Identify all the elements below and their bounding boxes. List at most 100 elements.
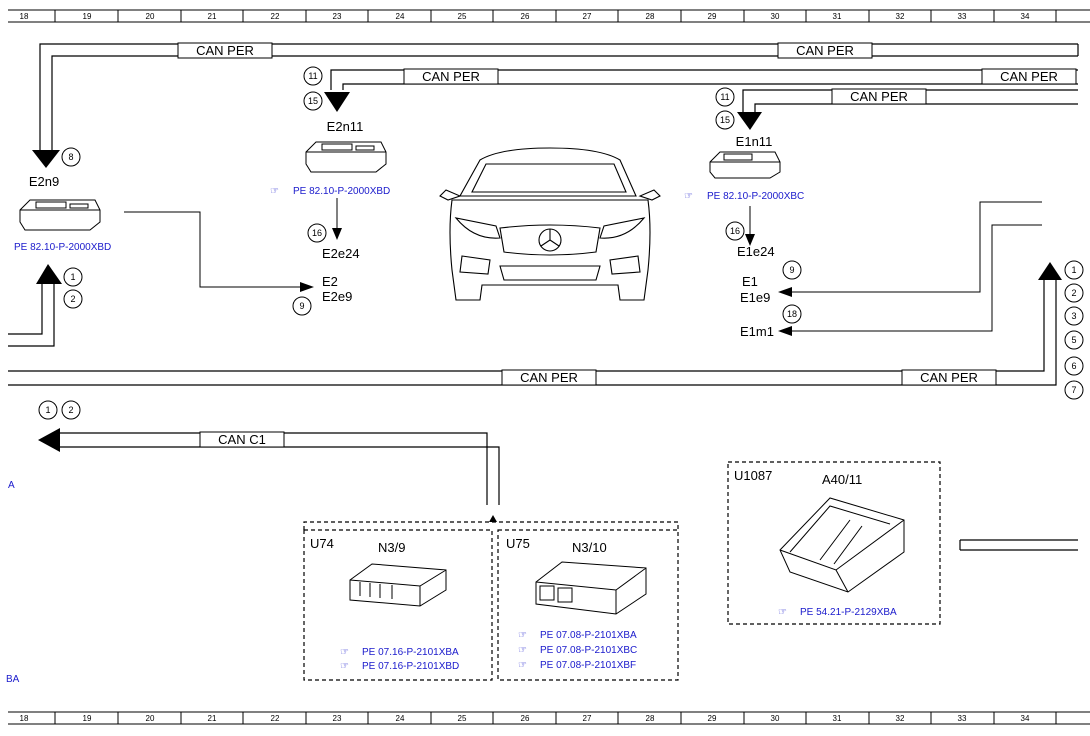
- bus-label-can-per-3: CAN PER: [422, 69, 480, 84]
- pin-right-1: 1: [1071, 265, 1076, 275]
- ruler-bottom-30: 30: [771, 714, 780, 723]
- ref-e1n11: PE 82.10-P-2000XBC: [707, 191, 804, 202]
- ruler-bottom-29: 29: [708, 714, 717, 723]
- pin-e1n11-out: 16: [730, 226, 740, 236]
- label-e1n11: E1n11: [736, 134, 773, 149]
- pin-e2n9-out-a: 1: [70, 272, 75, 282]
- bus-label-can-per-7: CAN PER: [920, 370, 978, 385]
- ref-e2n11: PE 82.10-P-2000XBD: [293, 186, 390, 197]
- ruler-bottom-23: 23: [333, 714, 342, 723]
- ruler-bottom-33: 33: [958, 714, 967, 723]
- ecu-n3-9-icon: [349, 563, 447, 607]
- bus-label-can-per-5: CAN PER: [850, 89, 908, 104]
- pin-e1n11-b: 15: [720, 115, 730, 125]
- bus-arrowheads: [32, 92, 1062, 452]
- module-e2n9-icon: [19, 199, 101, 231]
- ruler-top-19: 19: [83, 12, 92, 21]
- pin-e1m1-in: 18: [787, 309, 797, 319]
- bus-label-can-c1: CAN C1: [218, 432, 266, 447]
- ruler-top-33: 33: [958, 12, 967, 21]
- ref-e1n11-icon: ☞: [684, 191, 693, 202]
- ruler-bottom-25: 25: [458, 714, 467, 723]
- arrow-e2n11-in: [324, 92, 350, 112]
- ref-n3-10-2: PE 07.08-P-2101XBC: [540, 645, 637, 656]
- display-a40-11-icon: [779, 497, 905, 593]
- ruler-top-25: 25: [458, 12, 467, 21]
- ruler-top-20: 20: [146, 12, 155, 21]
- group-u74-u75: [303, 521, 679, 681]
- ref-n3-10-3: PE 07.08-P-2101XBF: [540, 660, 636, 671]
- pin-can-c1-b: 2: [68, 405, 73, 415]
- signal-wires: [124, 198, 1042, 332]
- ruler-top-34: 34: [1021, 12, 1030, 21]
- ref-n3-9-1: PE 07.16-P-2101XBA: [362, 647, 459, 658]
- ref-n3-9-icon-2: ☞: [340, 661, 349, 672]
- arrow-can-c1: [38, 428, 60, 452]
- pin-e1-in: 9: [789, 265, 794, 275]
- ref-a40-11-icon: ☞: [778, 607, 787, 618]
- ruler-bottom-18: 18: [20, 714, 29, 723]
- ruler-bottom-32: 32: [896, 714, 905, 723]
- bus-label-can-per-1: CAN PER: [196, 43, 254, 58]
- arrow-right-bus: [1038, 262, 1062, 280]
- pin-right-7: 7: [1071, 385, 1076, 395]
- bus-lines: [8, 43, 1079, 551]
- pin-e2n9-in: 8: [68, 152, 73, 162]
- pin-e2n9-out-b: 2: [70, 294, 75, 304]
- ref-n3-10-icon-3: ☞: [518, 660, 527, 671]
- label-e1e24: E1e24: [737, 244, 775, 259]
- bottom-ruler: 18 19 20 21 22 23 24 25 26 27 28 29 30 3…: [8, 711, 1090, 725]
- edge-fragment-ba: BA: [6, 674, 20, 685]
- ruler-top-31: 31: [833, 12, 842, 21]
- label-e2n11: E2n11: [327, 119, 364, 134]
- bus-label-can-per-6: CAN PER: [520, 370, 578, 385]
- ruler-bottom-34: 34: [1021, 714, 1030, 723]
- pin-e2n11-out: 16: [312, 228, 322, 238]
- ruler-top-24: 24: [396, 12, 405, 21]
- ruler-top-30: 30: [771, 12, 780, 21]
- ruler-top-18: 18: [20, 12, 29, 21]
- pin-circles: [38, 66, 1084, 420]
- edge-fragment-a: A: [8, 480, 15, 491]
- ruler-top-32: 32: [896, 12, 905, 21]
- pin-e1n11-a: 11: [720, 92, 729, 102]
- pin-right-6: 6: [1071, 361, 1076, 371]
- bus-label-can-per-2: CAN PER: [796, 43, 854, 58]
- signal-arrowheads: [300, 228, 792, 336]
- group-junction-marker: [489, 515, 497, 522]
- ruler-bottom-24: 24: [396, 714, 405, 723]
- box-u75: U75: [506, 536, 530, 551]
- ruler-top-27: 27: [583, 12, 592, 21]
- pin-right-5: 5: [1071, 335, 1076, 345]
- ruler-bottom-21: 21: [208, 714, 217, 723]
- ref-n3-9-2: PE 07.16-P-2101XBD: [362, 661, 459, 672]
- label-a40-11: A40/11: [822, 472, 862, 487]
- label-n3-9: N3/9: [378, 540, 405, 555]
- ruler-top-29: 29: [708, 12, 717, 21]
- label-e2e9: E2e9: [322, 289, 352, 304]
- bus-label-boxes: CAN PER CAN PER CAN PER CAN PER CAN PER …: [177, 42, 1077, 448]
- ref-n3-10-icon-1: ☞: [518, 630, 527, 641]
- pin-right-2: 2: [1071, 288, 1076, 298]
- ruler-top-22: 22: [271, 12, 280, 21]
- ruler-bottom-28: 28: [646, 714, 655, 723]
- ruler-bottom-31: 31: [833, 714, 842, 723]
- ruler-top-23: 23: [333, 12, 342, 21]
- module-e2n11-icon: [305, 141, 387, 173]
- pin-e2n11-b: 15: [308, 96, 318, 106]
- label-e1m1: E1m1: [740, 324, 774, 339]
- ruler-top-26: 26: [521, 12, 530, 21]
- top-ruler: 18 19 20 21 22 23 24 25 26 27 28 29 30 3…: [8, 9, 1090, 23]
- pin-e2n11-a: 11: [308, 71, 317, 81]
- box-u1087: U1087: [734, 468, 772, 483]
- pin-numbers: 8 1 2 11 15 16 9 11 15 16 9 18 1 2 3 5 6…: [45, 71, 1076, 415]
- ref-a40-11: PE 54.21-P-2129XBA: [800, 607, 897, 618]
- ref-e2n11-icon: ☞: [270, 186, 279, 197]
- ruler-bottom-19: 19: [83, 714, 92, 723]
- label-e1e9: E1e9: [740, 290, 770, 305]
- label-n3-10: N3/10: [572, 540, 607, 555]
- arrow-e2n9-out: [36, 264, 62, 284]
- label-e2e24: E2e24: [322, 246, 360, 261]
- pin-e2-in: 9: [299, 301, 304, 311]
